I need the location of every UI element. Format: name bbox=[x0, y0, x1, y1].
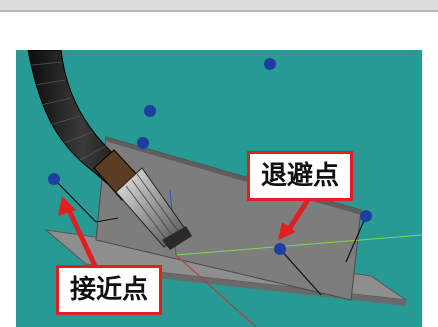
target-point bbox=[360, 210, 372, 222]
nozzle-rib-lines bbox=[125, 173, 181, 243]
approach-callout-arrow-shaft bbox=[65, 206, 99, 270]
approach-point-callout: 接近点 bbox=[56, 265, 163, 315]
top-toolbar-strip bbox=[0, 0, 438, 12]
x-axis-line bbox=[175, 254, 257, 327]
target-point bbox=[274, 243, 286, 255]
target-point bbox=[137, 137, 149, 149]
base-plate-edge bbox=[86, 264, 406, 306]
target-point bbox=[144, 105, 156, 117]
nozzle-tip bbox=[162, 226, 192, 250]
retreat-callout-arrow-shaft bbox=[285, 193, 314, 233]
approach-callout-arrowhead bbox=[58, 196, 76, 216]
target-point bbox=[264, 58, 276, 70]
retreat-point-callout: 退避点 bbox=[247, 151, 354, 201]
y-axis-line bbox=[175, 234, 422, 256]
hose-segment-lines bbox=[31, 61, 107, 161]
path-line-approach bbox=[53, 178, 97, 223]
path-line-end bbox=[345, 215, 367, 263]
target-point bbox=[48, 173, 60, 185]
retreat-callout-arrowhead bbox=[278, 222, 296, 240]
path-line-retreat bbox=[279, 248, 322, 296]
path-line-joint bbox=[95, 217, 119, 223]
